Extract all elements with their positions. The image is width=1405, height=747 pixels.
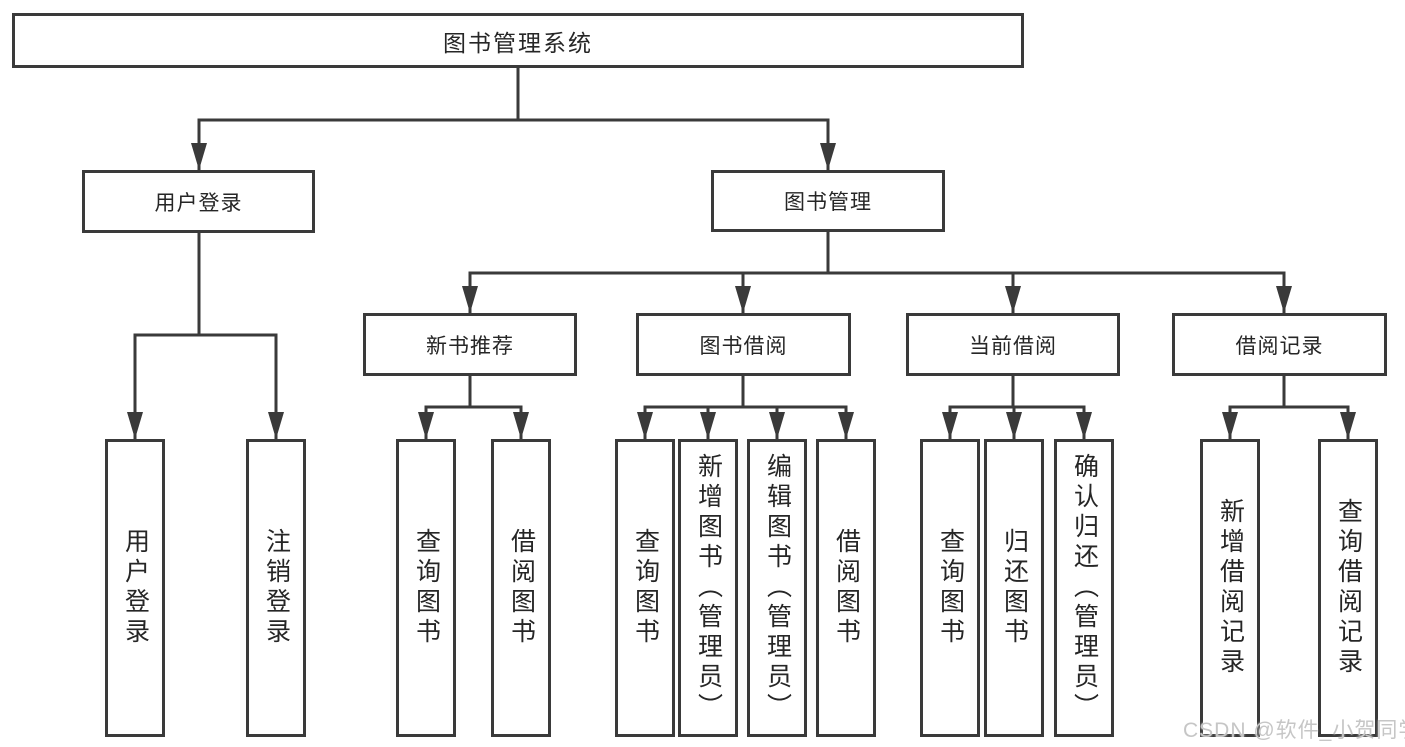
leaf-borrow-borrow-book: 借阅图书: [816, 439, 876, 737]
node-new-book-recommend: 新书推荐: [363, 313, 577, 376]
node-borrow-records: 借阅记录: [1172, 313, 1387, 376]
node-root-library-system: 图书管理系统: [12, 13, 1024, 68]
leaf-logout: 注销登录: [246, 439, 306, 737]
leaf-current-confirm-return-admin: 确认归还（管理员）: [1054, 439, 1114, 737]
node-book-management: 图书管理: [711, 170, 945, 232]
leaf-borrow-query-book: 查询图书: [615, 439, 675, 737]
csdn-watermark: CSDN @软件_小贺同学: [1183, 719, 1405, 742]
connector-lines: [133, 68, 1350, 439]
leaf-current-query-book: 查询图书: [920, 439, 980, 737]
node-current-borrow: 当前借阅: [906, 313, 1120, 376]
node-book-borrow: 图书借阅: [636, 313, 851, 376]
node-user-login: 用户登录: [82, 170, 315, 233]
leaf-borrow-add-book-admin: 新增图书（管理员）: [678, 439, 738, 737]
leaf-current-return-book: 归还图书: [984, 439, 1044, 737]
leaf-borrow-edit-book-admin: 编辑图书（管理员）: [747, 439, 807, 737]
leaf-recommend-borrow-book: 借阅图书: [491, 439, 551, 737]
leaf-records-query-record: 查询借阅记录: [1318, 439, 1378, 737]
leaf-records-add-record: 新增借阅记录: [1200, 439, 1260, 737]
leaf-recommend-query-book: 查询图书: [396, 439, 456, 737]
leaf-user-login: 用户登录: [105, 439, 165, 737]
